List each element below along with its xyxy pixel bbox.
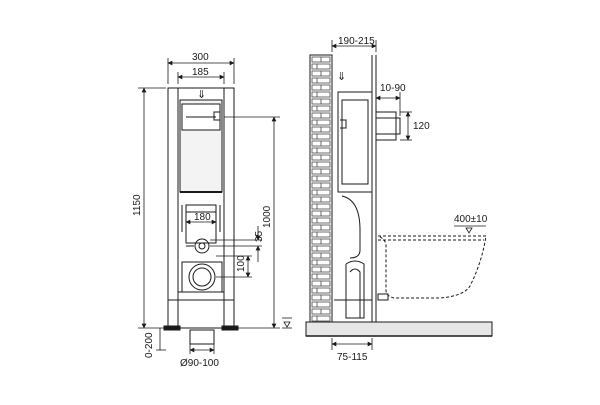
flush-outlet: [186, 238, 210, 254]
brick: [311, 91, 331, 98]
brick: [311, 189, 331, 196]
dim-button-offset-label: 10-90: [380, 83, 406, 94]
dim-width-inner: [177, 72, 225, 84]
brick: [311, 245, 331, 252]
dim-depth-top: [331, 40, 377, 52]
dim-button-size-label: 120: [413, 121, 430, 132]
dim-depth-bottom: [331, 338, 373, 350]
floor-level-marker-icon: [282, 317, 292, 329]
dim-height-support-label: 1000: [262, 205, 273, 228]
brick: [311, 231, 331, 238]
brick: [311, 203, 331, 210]
flush-button-plate: [375, 111, 401, 141]
dim-drain-diameter-label: Ø90-100: [180, 358, 219, 369]
dim-width-inner-label: 185: [192, 67, 209, 78]
dim-bowl-height: [454, 225, 486, 234]
dim-width-outer: [167, 58, 235, 84]
dim-flush-offset: [210, 226, 262, 262]
brick: [311, 259, 331, 266]
brick: [311, 273, 331, 280]
side-view: ⇓ 190-215 10-90 120: [305, 36, 493, 363]
dim-bolt-spacing-label: 180: [194, 212, 211, 223]
front-view: ⇓ 300: [132, 52, 292, 369]
brick: [311, 133, 331, 140]
side-frame: [334, 55, 377, 322]
dim-depth-bottom-label: 75-115: [337, 352, 368, 363]
brick: [311, 63, 331, 70]
brick: [311, 315, 331, 322]
brick: [311, 217, 331, 224]
dim-drain-offset-label: 0-200: [144, 332, 155, 358]
toilet-bowl: [377, 235, 487, 301]
brick: [311, 119, 331, 126]
mounting-plate: [181, 204, 221, 244]
water-inlet-arrow-icon: ⇓: [337, 71, 346, 83]
dim-drain-offset: [156, 328, 166, 351]
drain-pipe: [189, 329, 215, 345]
brick: [311, 147, 331, 154]
floor: [305, 321, 493, 337]
dim-width-outer-label: 300: [192, 52, 209, 63]
dim-depth-top-label: 190-215: [338, 36, 375, 47]
cistern: [179, 99, 223, 193]
dim-button-size: [400, 111, 412, 141]
dim-pipe-offset-label: 100: [236, 255, 247, 272]
brick-wall: [309, 54, 333, 331]
brick: [311, 77, 331, 84]
brick: [311, 175, 331, 182]
brick: [311, 161, 331, 168]
dim-pipe-offset: [216, 255, 252, 278]
dim-bowl-height-label: 400±10: [454, 214, 488, 225]
dim-height-support: [224, 116, 280, 329]
brick: [311, 105, 331, 112]
brick: [311, 301, 331, 308]
dim-flush-offset-label: 35: [254, 230, 265, 242]
water-inlet-arrow-icon: ⇓: [197, 89, 206, 101]
dim-height-total: [138, 87, 166, 329]
dim-drain-diameter: [189, 344, 215, 354]
dim-height-total-label: 1150: [132, 194, 143, 216]
brick: [311, 287, 331, 294]
